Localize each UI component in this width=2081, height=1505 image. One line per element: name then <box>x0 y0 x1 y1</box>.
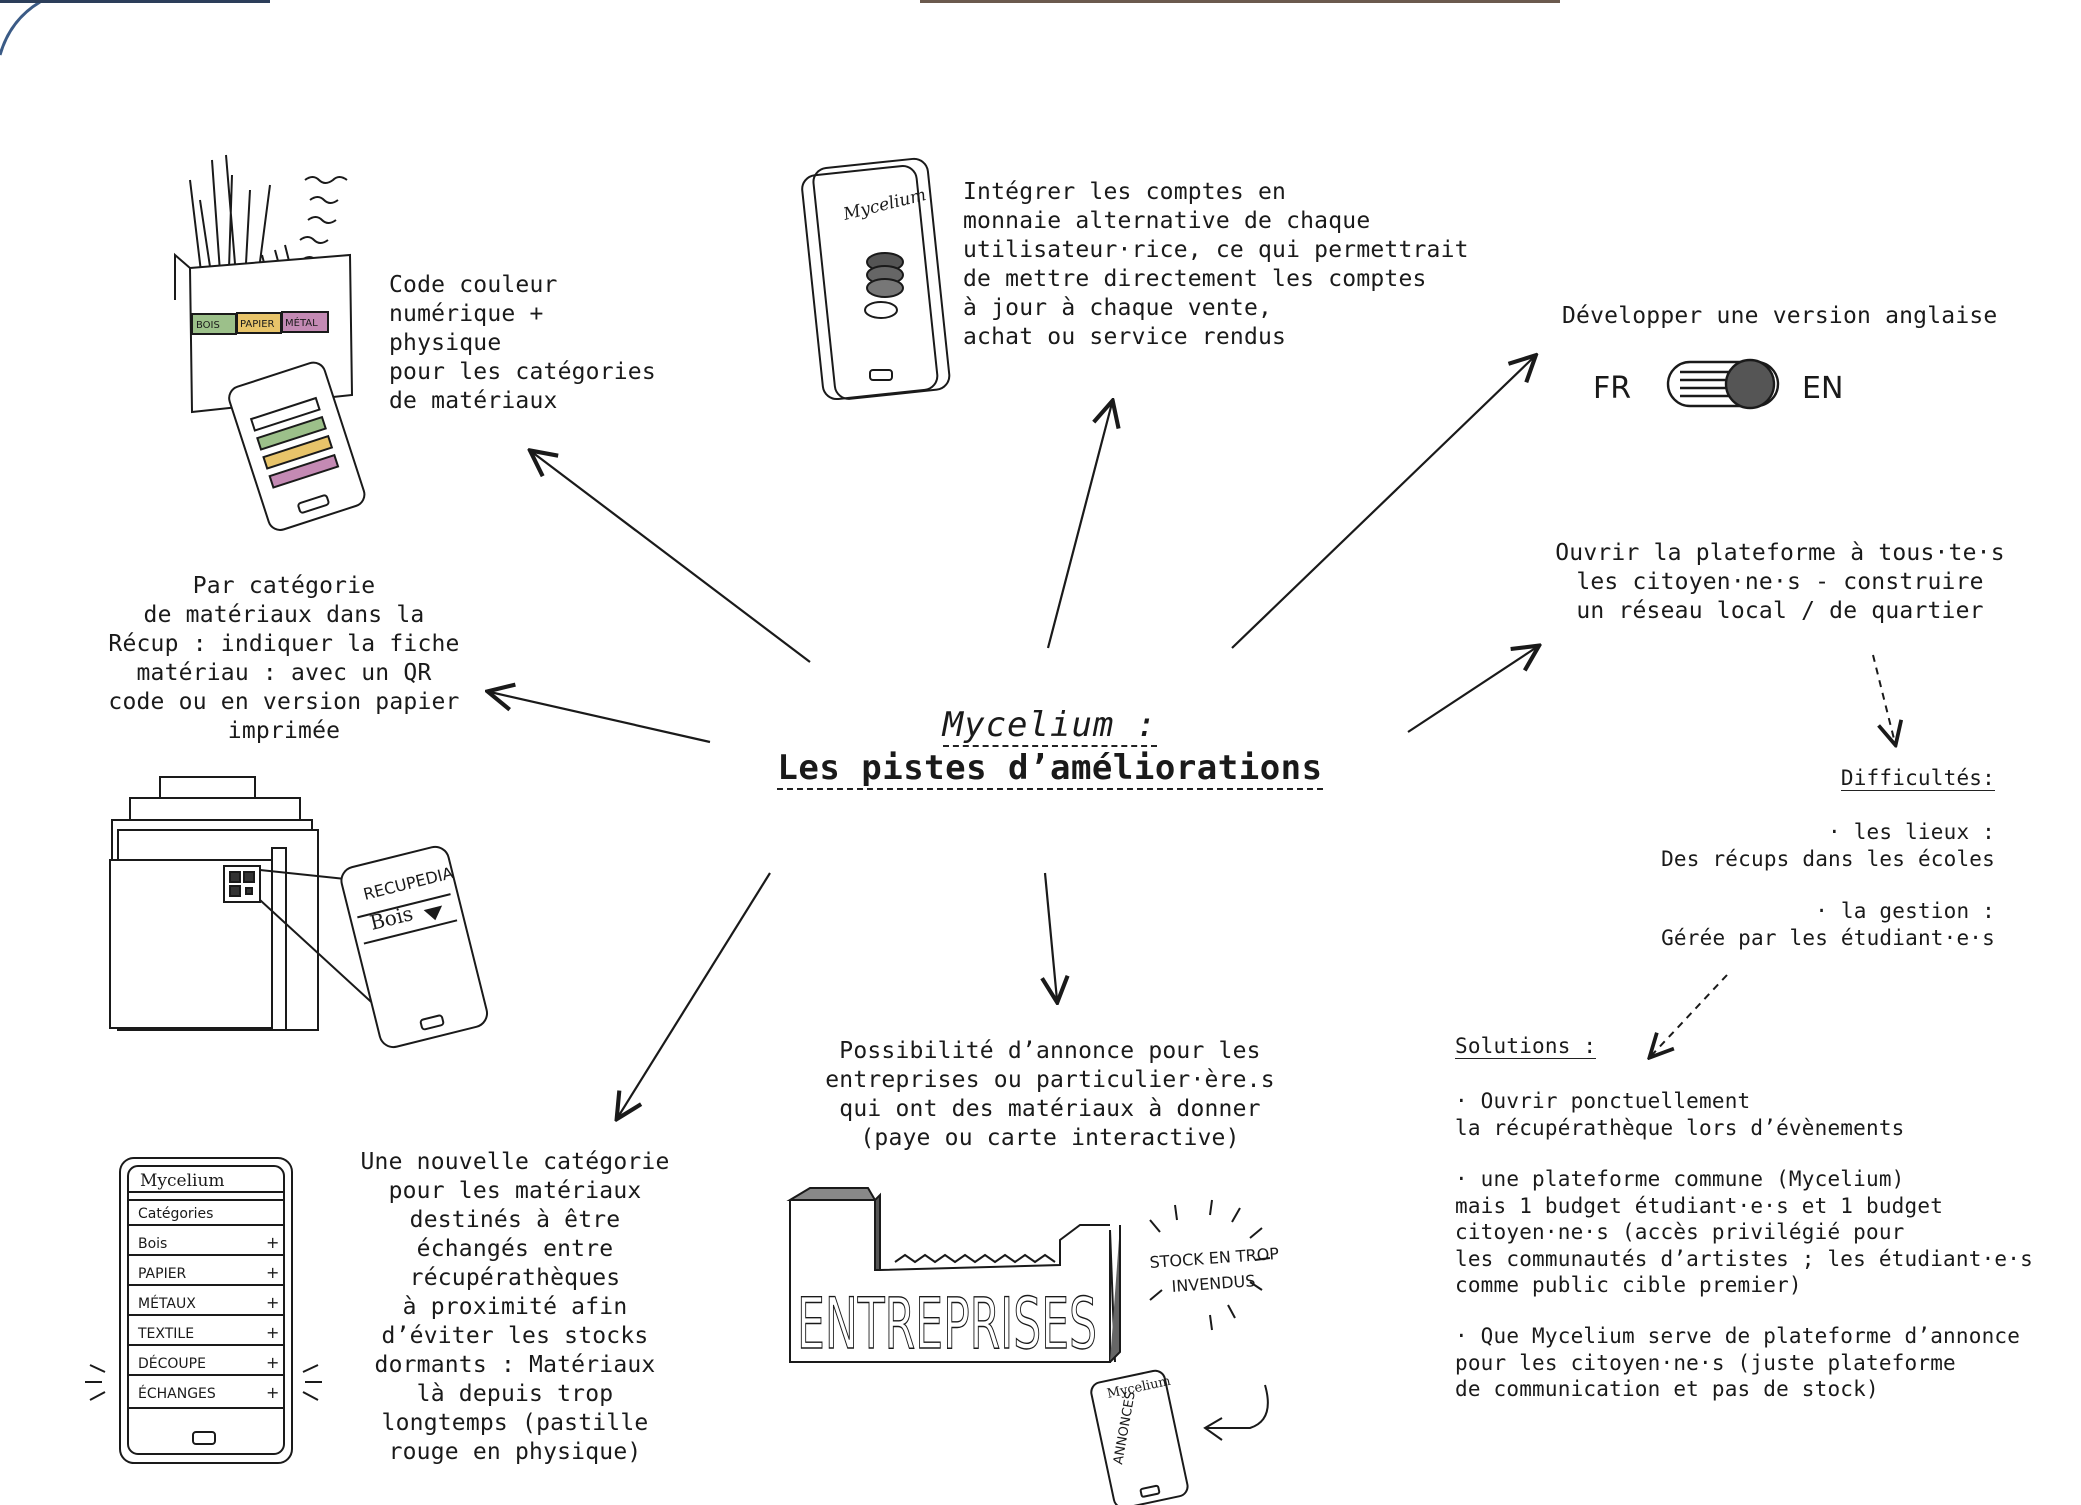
stock-label-1: STOCK EN TROP <box>1149 1244 1280 1272</box>
lang-en: EN <box>1802 371 1843 406</box>
difficulties-management: · la gestion : Gérée par les étudiant·e·… <box>1661 899 1995 950</box>
plus-icon: + <box>266 1323 279 1342</box>
arrow-to-new-category <box>618 872 771 1117</box>
entreprises-sketch <box>786 1187 1271 1505</box>
bin-sketch <box>174 154 366 531</box>
language-toggle[interactable] <box>1666 358 1780 410</box>
list-phone-item: DÉCOUPE <box>138 1355 206 1372</box>
arrow-to-accounts <box>1046 403 1112 649</box>
idea-open-platform: Ouvrir la plateforme à tous·te·s les cit… <box>1555 540 2005 624</box>
top-edge-strip <box>920 0 1560 3</box>
entreprises-label: ENTREPRISES <box>797 1283 1097 1365</box>
bin-label-metal: MÉTAL <box>285 316 318 329</box>
idea-material-sheet: Par catégorie de matériaux dans la Récup… <box>108 573 460 744</box>
top-left-strip <box>0 0 270 3</box>
phone-coins-sketch <box>801 157 951 401</box>
center-title: Mycelium : <box>942 705 1158 747</box>
list-phone-item: TEXTILE <box>137 1326 194 1342</box>
bin-label-bois: BOIS <box>196 320 220 331</box>
binders-qr-sketch <box>109 776 489 1049</box>
lang-fr: FR <box>1593 371 1631 406</box>
bin-label-papier: PAPIER <box>240 319 275 330</box>
plus-icon: + <box>266 1263 279 1282</box>
solutions-item-3: · Que Mycelium serve de plateforme d’ann… <box>1455 1324 2021 1401</box>
top-left-edge <box>0 0 41 56</box>
solutions-item-1: · Ouvrir ponctuellement la récupérathèqu… <box>1455 1089 1905 1140</box>
idea-accounts: Intégrer les comptes en monnaie alternat… <box>963 179 1469 350</box>
plus-icon: + <box>266 1353 279 1372</box>
solutions-item-2: · une plateforme commune (Mycelium) mais… <box>1455 1167 2033 1297</box>
plus-icon: + <box>266 1233 279 1252</box>
arrow-to-color-code <box>532 452 811 663</box>
arrow-to-english <box>1231 357 1534 649</box>
arrow-to-ads <box>1045 872 1057 1000</box>
stock-label-2: INVENDUS <box>1171 1271 1256 1296</box>
idea-new-category: Une nouvelle catégorie pour les matériau… <box>360 1149 670 1465</box>
difficulties-place: · les lieux : Des récups dans les écoles <box>1661 820 1995 871</box>
list-phone-item: PAPIER <box>138 1266 187 1282</box>
list-phone-brand: Mycelium <box>140 1171 225 1191</box>
plus-icon: + <box>266 1383 279 1402</box>
list-phone-item: MÉTAUX <box>138 1295 196 1312</box>
solutions-heading: Solutions : <box>1455 1034 1597 1059</box>
dashed-arrow-solutions <box>1651 974 1728 1056</box>
list-phone-item: Catégories <box>138 1206 213 1222</box>
dashed-arrow-difficulties <box>1872 654 1895 743</box>
plus-icon: + <box>266 1293 279 1312</box>
difficulties-heading: Difficultés: <box>1840 766 1995 791</box>
list-phone-item: Bois <box>138 1236 167 1252</box>
arrow-to-material-sheet <box>490 692 711 744</box>
arrow-to-open-platform <box>1407 647 1537 733</box>
center-subtitle: Les pistes d’améliorations <box>777 748 1323 790</box>
list-phone-sketch <box>85 1157 322 1464</box>
idea-english: Développer une version anglaise <box>1562 303 1998 329</box>
idea-color-code: Code couleur numérique + physique pour l… <box>389 272 656 414</box>
idea-ads: Possibilité d’annonce pour les entrepris… <box>825 1038 1275 1151</box>
list-phone-item: ÉCHANGES <box>138 1385 216 1402</box>
